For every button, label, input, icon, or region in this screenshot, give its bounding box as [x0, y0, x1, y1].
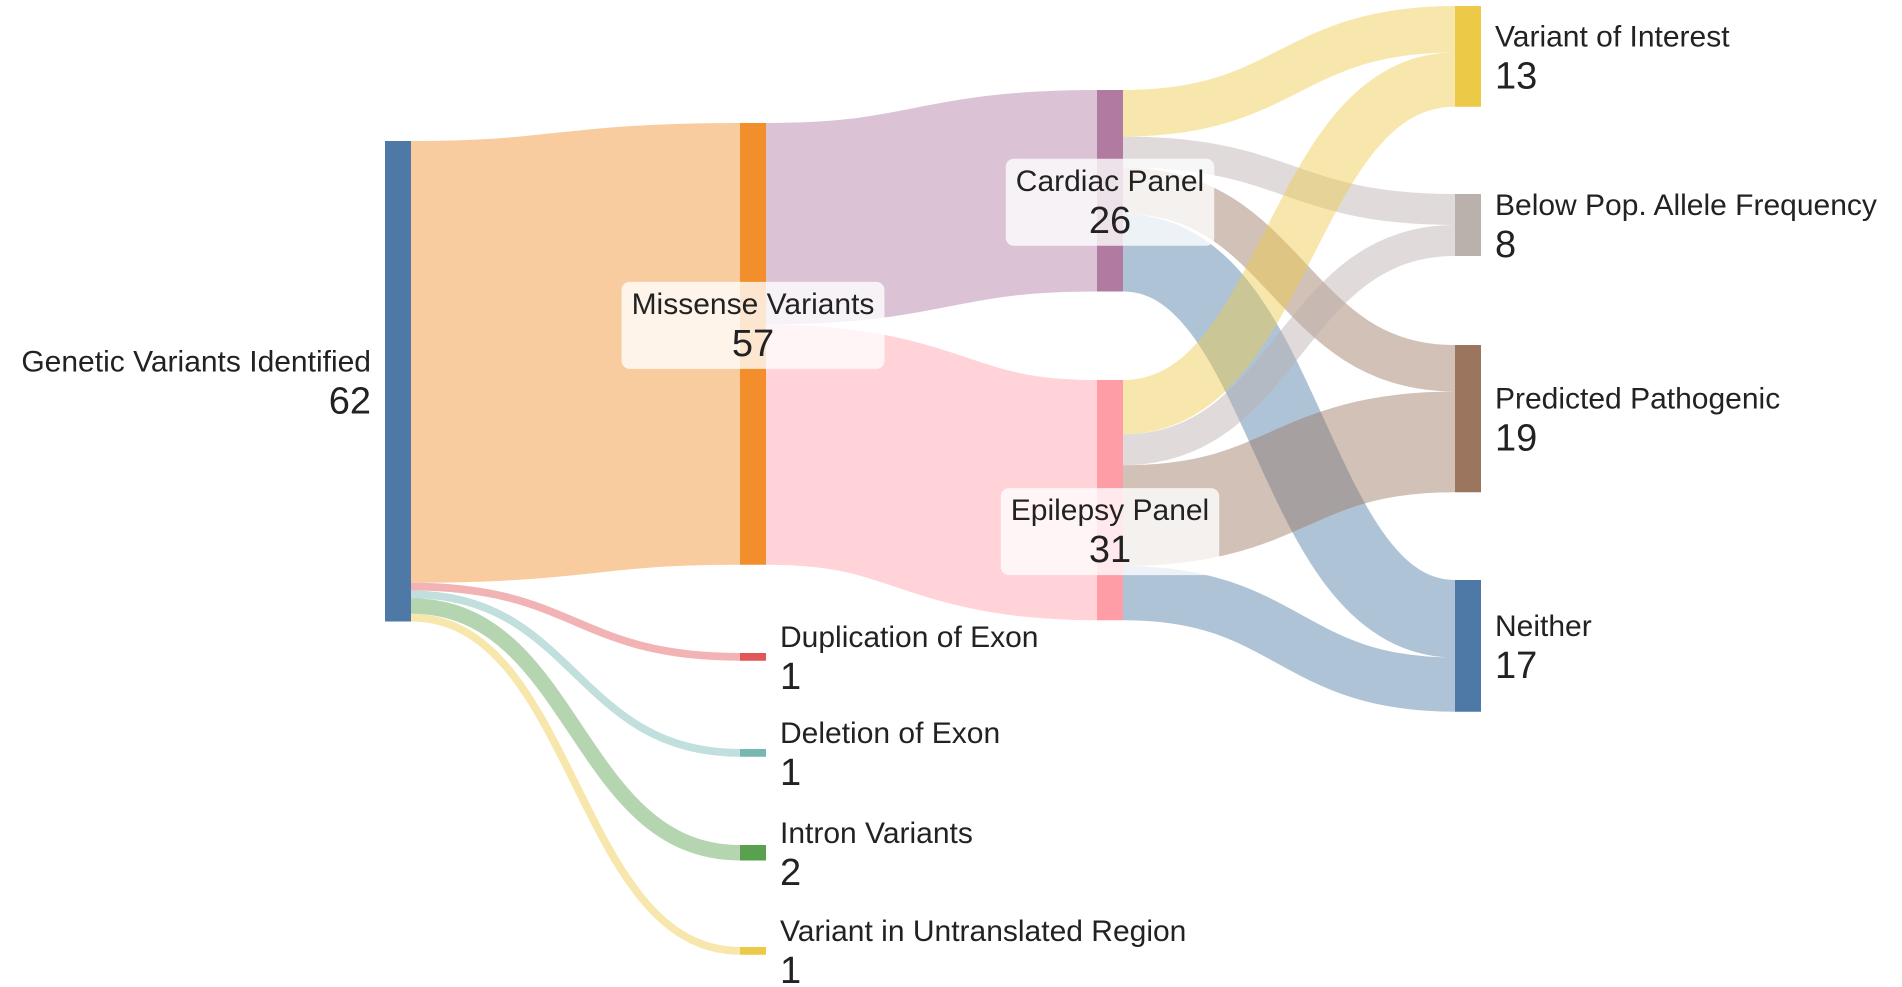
link-cardiac-to-voi	[1122, 6, 1456, 137]
label-box-missense	[621, 281, 885, 369]
node-value-identified: 62	[329, 380, 371, 422]
node-below	[1455, 194, 1481, 256]
node-voi	[1455, 6, 1481, 107]
node-label-utr: Variant in Untranslated Region	[780, 915, 1186, 948]
node-value-neither: 17	[1495, 645, 1537, 687]
node-label-cardiac: Cardiac Panel	[1016, 165, 1204, 198]
links-layer	[410, 6, 1458, 955]
node-value-cardiac: 26	[1089, 200, 1131, 242]
node-del	[740, 749, 766, 757]
node-label-missense: Missense Variants	[632, 288, 875, 321]
node-utr	[740, 947, 766, 955]
node-label-pathogenic: Predicted Pathogenic	[1495, 383, 1780, 416]
link-cardiac-to-below	[1122, 136, 1456, 225]
node-label-epilepsy: Epilepsy Panel	[1011, 494, 1209, 527]
link-cardiac-to-neither	[1120, 214, 1458, 658]
label-box-cardiac	[1005, 158, 1215, 246]
link-epilepsy-to-neither	[1122, 566, 1456, 712]
node-label-below: Below Pop. Allele Frequency	[1495, 189, 1877, 222]
node-label-intron: Intron Variants	[780, 817, 973, 850]
node-value-utr: 1	[780, 950, 801, 987]
node-neither	[1455, 580, 1481, 712]
link-identified-to-del	[410, 590, 741, 757]
node-value-missense: 57	[732, 323, 774, 365]
node-value-epilepsy: 31	[1089, 529, 1131, 571]
node-label-neither: Neither	[1495, 610, 1592, 643]
node-label-del: Deletion of Exon	[780, 717, 1000, 750]
node-intron	[740, 845, 766, 861]
node-label-voi: Variant of Interest	[1495, 20, 1730, 53]
node-identified	[385, 141, 411, 622]
node-value-del: 1	[780, 752, 801, 794]
label-boxes-layer	[621, 158, 1220, 576]
node-label-identified: Genetic Variants Identified	[21, 345, 371, 378]
link-epilepsy-to-below	[1122, 225, 1456, 466]
node-value-voi: 13	[1495, 55, 1537, 97]
label-box-epilepsy	[1000, 488, 1220, 576]
node-value-below: 8	[1495, 224, 1516, 266]
link-epilepsy-to-voi	[1121, 52, 1457, 435]
node-pathogenic	[1455, 345, 1481, 493]
node-label-dup: Duplication of Exon	[780, 621, 1039, 654]
link-identified-to-utr	[410, 613, 741, 955]
node-value-intron: 2	[780, 852, 801, 894]
node-dup	[740, 653, 766, 661]
link-identified-to-dup	[410, 582, 741, 661]
node-value-pathogenic: 19	[1495, 418, 1537, 460]
node-value-dup: 1	[780, 656, 801, 698]
link-identified-to-intron	[410, 598, 741, 861]
